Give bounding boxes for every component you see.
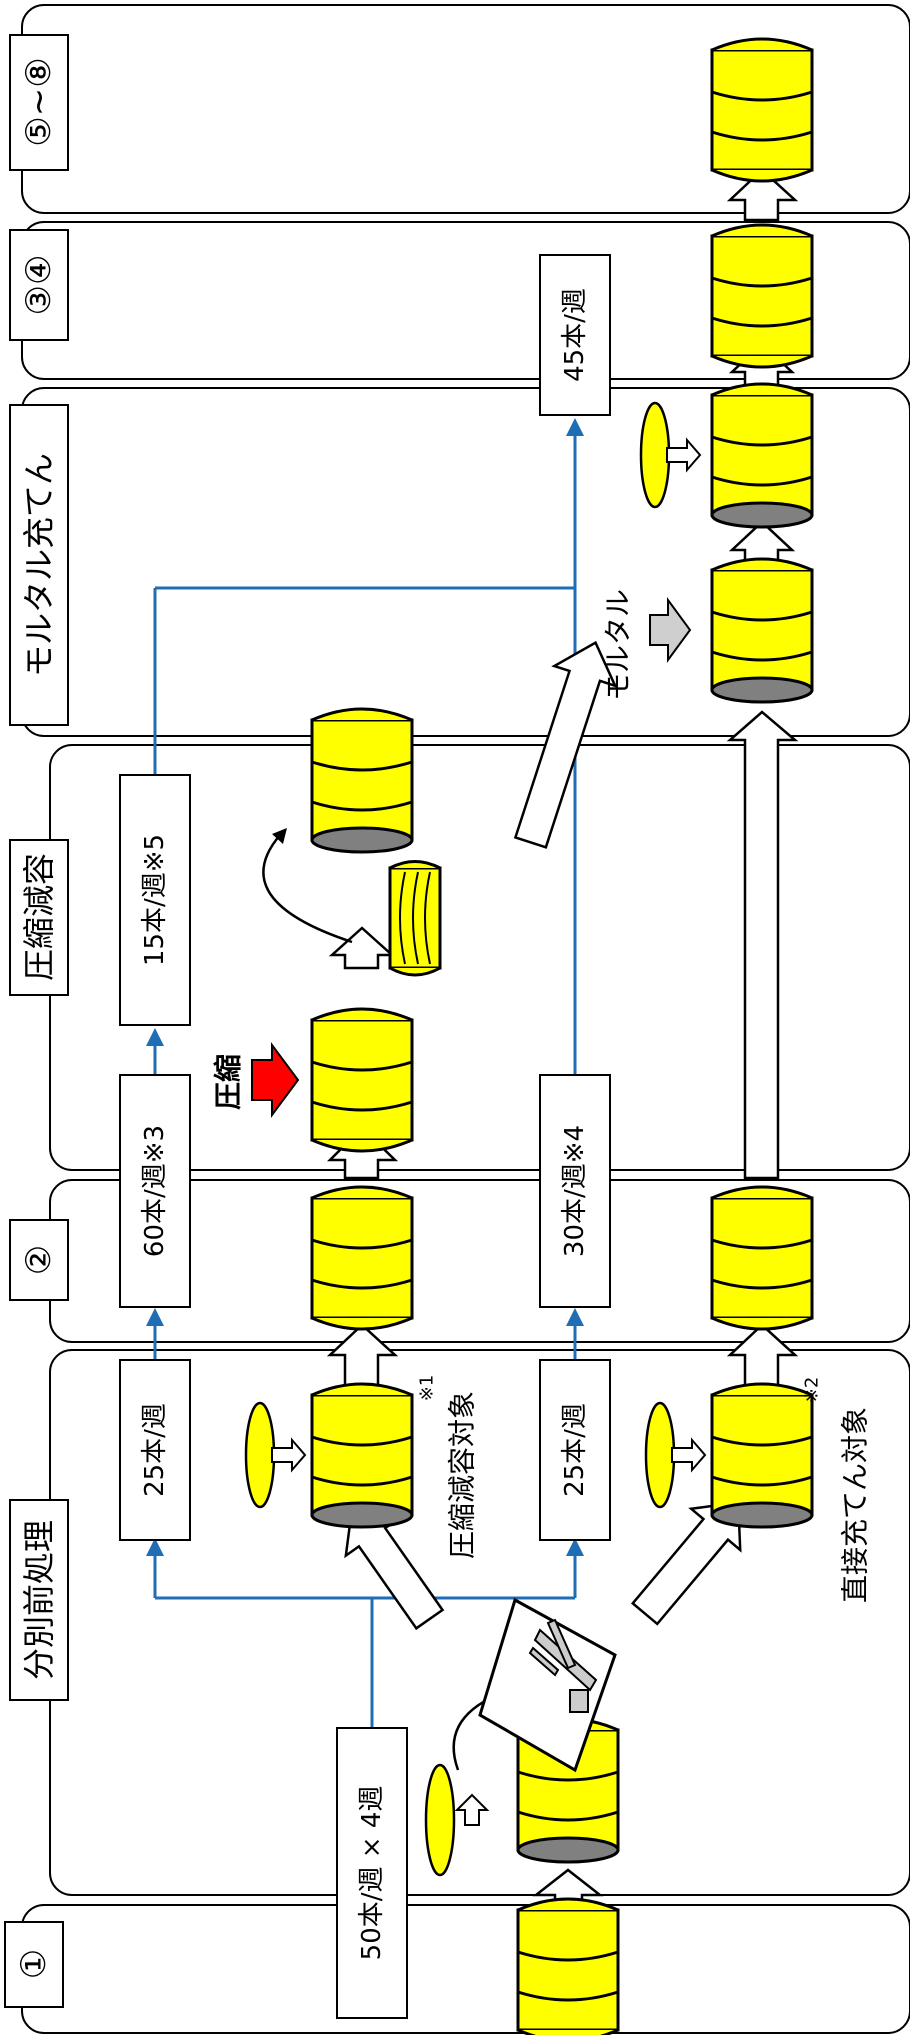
flow-box-direct-split: 25本/週 bbox=[539, 1359, 611, 1541]
mortar-arrow-icon bbox=[649, 596, 692, 664]
label-compress-target: 圧縮減容対象 bbox=[446, 1391, 479, 1559]
svg-text:60本/週※3: 60本/週※3 bbox=[140, 1125, 170, 1257]
stage-label-4: 圧縮減容 bbox=[9, 839, 69, 996]
svg-text:25本/週: 25本/週 bbox=[560, 1403, 590, 1497]
small-up-arrow-icon bbox=[454, 1793, 490, 1826]
sorting-tray-icon bbox=[478, 1597, 617, 1773]
svg-text:30本/週※4: 30本/週※4 bbox=[560, 1125, 590, 1257]
drum-stage1 bbox=[516, 1897, 620, 2035]
stage-label-7: ⑤~⑧ bbox=[9, 34, 69, 171]
svg-text:⑤~⑧: ⑤~⑧ bbox=[19, 57, 59, 146]
curved-arrow-to-packed-drum bbox=[262, 828, 353, 944]
svg-text:45本/週: 45本/週 bbox=[560, 288, 590, 382]
note-2: ※2 bbox=[802, 1377, 823, 1404]
svg-text:①: ① bbox=[14, 1949, 54, 1979]
lid-capped bbox=[639, 401, 702, 509]
drum-direct-target bbox=[710, 1382, 814, 1529]
lid-icon bbox=[424, 1763, 456, 1877]
label-direct-target: 直接充てん対象 bbox=[839, 1407, 872, 1603]
svg-text:25本/週: 25本/週 bbox=[140, 1403, 170, 1497]
flow-box-after-compress: 15本/週※5 bbox=[119, 774, 191, 1026]
flow-box-direct-stage2: 30本/週※4 bbox=[539, 1074, 611, 1308]
drum-stage34 bbox=[710, 223, 814, 369]
drum-packed bbox=[310, 707, 414, 854]
svg-text:②: ② bbox=[19, 1245, 59, 1275]
svg-text:分別前処理: 分別前処理 bbox=[20, 1520, 58, 1680]
press-arrow-icon bbox=[251, 1041, 300, 1119]
svg-text:モルタル充てん: モルタル充てん bbox=[20, 453, 58, 677]
diagonal-arrow-to-mortar bbox=[513, 640, 618, 849]
drum-stage2-compress bbox=[310, 1185, 414, 1331]
svg-text:圧縮減容: 圧縮減容 bbox=[20, 853, 58, 981]
stage-label-6: ③④ bbox=[9, 229, 69, 341]
drum-stage58 bbox=[710, 37, 814, 183]
drum-stage2-direct bbox=[710, 1185, 814, 1331]
lid-direct-target bbox=[644, 1401, 707, 1509]
stage-label-3: ② bbox=[9, 1219, 69, 1301]
label-mortar: モルタル bbox=[602, 589, 635, 701]
flow-box-compress-stage2: 60本/週※3 bbox=[119, 1074, 191, 1308]
stage-label-1: ① bbox=[4, 1921, 64, 2008]
flow-box-compress-split: 25本/週 bbox=[119, 1359, 191, 1541]
stage-label-2: 分別前処理 bbox=[9, 1499, 69, 1701]
flow-box-final-output: 45本/週 bbox=[539, 254, 611, 416]
flow-box-input: 50本/週 × 4週 bbox=[336, 1727, 408, 2019]
compressed-puck-icon bbox=[388, 860, 442, 977]
flow-arrowheads bbox=[146, 418, 584, 1556]
svg-text:50本/週 × 4週: 50本/週 × 4週 bbox=[357, 1786, 387, 1961]
lid-compress-target bbox=[244, 1401, 307, 1509]
stage-label-5: モルタル充てん bbox=[9, 404, 69, 726]
stage-band-1 bbox=[21, 1904, 910, 2034]
drum-mortar bbox=[710, 557, 814, 704]
label-compress-action: 圧縮 bbox=[212, 1054, 245, 1110]
drum-compressing bbox=[310, 1007, 414, 1153]
drum-capped bbox=[710, 382, 814, 529]
svg-text:③④: ③④ bbox=[19, 255, 59, 316]
svg-text:15本/週※5: 15本/週※5 bbox=[140, 834, 170, 966]
note-1: ※1 bbox=[417, 1375, 438, 1402]
drum-compress-target bbox=[310, 1382, 414, 1529]
